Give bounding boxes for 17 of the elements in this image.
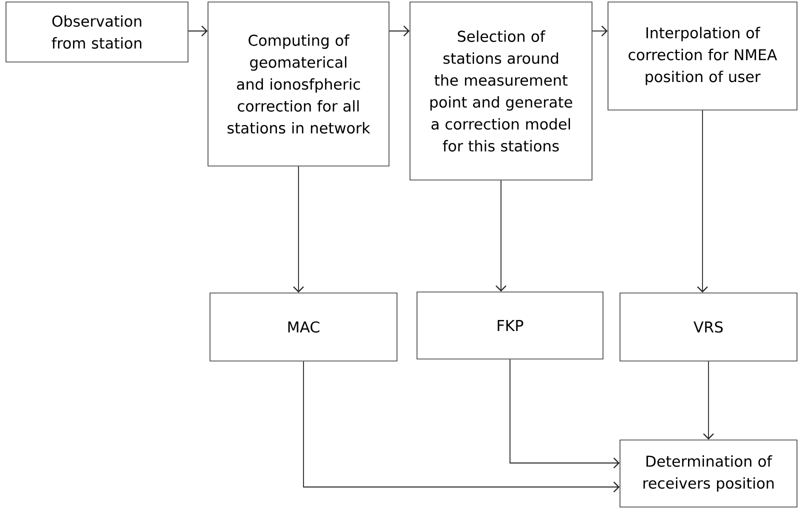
process-box: Interpolation of correction for NMEA position of user (608, 2, 798, 110)
process-box: VRS (620, 292, 798, 362)
arrow (510, 358, 620, 468)
arrow (388, 26, 410, 36)
process-box: Determination of receivers position (620, 440, 798, 508)
process-box: Computing of geomaterical and ionosfpheric correction for all stations in network (208, 2, 390, 166)
arrow (592, 26, 608, 36)
process-box: MAC (210, 292, 398, 362)
arrow (188, 26, 208, 36)
process-box: FKP (416, 292, 604, 360)
arrow (703, 360, 714, 440)
arrow (496, 180, 506, 292)
process-box: Observation from station (6, 2, 188, 62)
arrow (697, 110, 708, 293)
process-box: Selection of stations around the measurement point and generate a correction model for this stations (410, 2, 592, 180)
arrow (293, 166, 304, 293)
arrow (303, 360, 620, 492)
